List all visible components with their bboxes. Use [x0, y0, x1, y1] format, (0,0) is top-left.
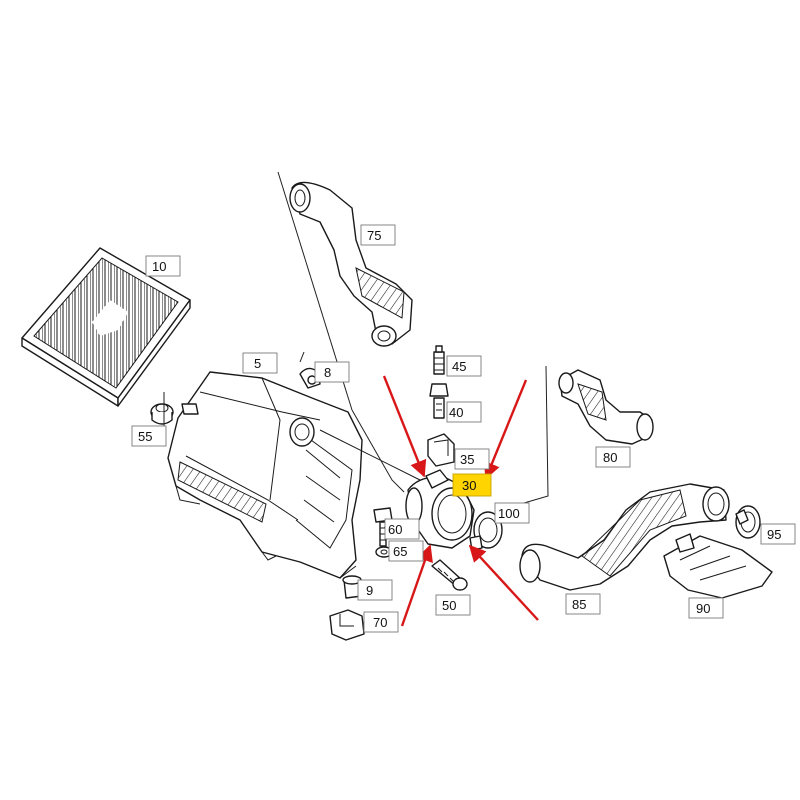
part-label-70: 70 [363, 611, 399, 633]
svg-text:40: 40 [449, 405, 463, 420]
part-label-60: 60 [384, 518, 420, 540]
part-label-55: 55 [131, 425, 167, 447]
rubber-mount-part-9 [342, 575, 363, 599]
hose-clamp-part-95 [735, 505, 761, 539]
svg-text:9: 9 [366, 583, 373, 598]
part-label-65: 65 [388, 540, 424, 562]
connector-part-35 [427, 433, 455, 467]
part-label-5: 5 [242, 352, 278, 374]
svg-text:100: 100 [498, 506, 520, 521]
part-label-85: 85 [565, 593, 601, 615]
washer-part-65 [375, 546, 393, 558]
red-arrow-4 [468, 544, 539, 621]
part-label-30-highlighted: 30 [452, 473, 492, 497]
svg-text:75: 75 [367, 228, 381, 243]
svg-text:10: 10 [152, 259, 166, 274]
svg-text:80: 80 [603, 450, 617, 465]
svg-text:70: 70 [373, 615, 387, 630]
intake-duct-part-80 [558, 369, 654, 445]
part-label-90: 90 [688, 597, 724, 619]
part-label-50: 50 [435, 594, 471, 616]
svg-text:35: 35 [460, 452, 474, 467]
part-label-8: 8 [314, 361, 350, 383]
svg-text:8: 8 [324, 365, 331, 380]
bracket-part-90 [663, 533, 773, 599]
intake-hose-part-85 [519, 483, 730, 591]
svg-text:65: 65 [393, 544, 407, 559]
fitting-part-45 [433, 345, 445, 375]
part-label-75: 75 [360, 224, 396, 246]
breather-hose-part-75 [289, 181, 413, 347]
air-filter-housing [167, 371, 421, 579]
svg-text:95: 95 [767, 527, 781, 542]
grommet-part-55 [150, 403, 199, 425]
holder-part-70 [329, 609, 365, 641]
svg-text:60: 60 [388, 522, 402, 537]
part-label-40: 40 [446, 401, 482, 423]
part-label-9: 9 [357, 579, 393, 601]
red-pointer-arrows [382, 375, 539, 627]
svg-text:55: 55 [138, 429, 152, 444]
screw-part-60 [373, 507, 393, 547]
svg-text:45: 45 [452, 359, 466, 374]
svg-text:30: 30 [462, 478, 476, 493]
part-label-10: 10 [145, 255, 181, 277]
bolt-part-50 [431, 559, 468, 591]
part-label-35: 35 [454, 448, 490, 470]
part-label-80: 80 [595, 446, 631, 468]
svg-text:90: 90 [696, 601, 710, 616]
air-filter-element [21, 247, 191, 407]
part-label-45: 45 [446, 355, 482, 377]
part-label-100: 100 [494, 502, 530, 524]
svg-text:50: 50 [442, 598, 456, 613]
red-arrow-1 [382, 375, 427, 478]
red-arrow-3 [400, 544, 433, 627]
fitting-part-40 [429, 383, 449, 419]
part-labels: 10 5 55 8 75 45 40 35 [131, 224, 796, 633]
part-label-95: 95 [760, 523, 796, 545]
red-arrow-2 [483, 379, 528, 480]
svg-text:85: 85 [572, 597, 586, 612]
svg-text:5: 5 [254, 356, 261, 371]
